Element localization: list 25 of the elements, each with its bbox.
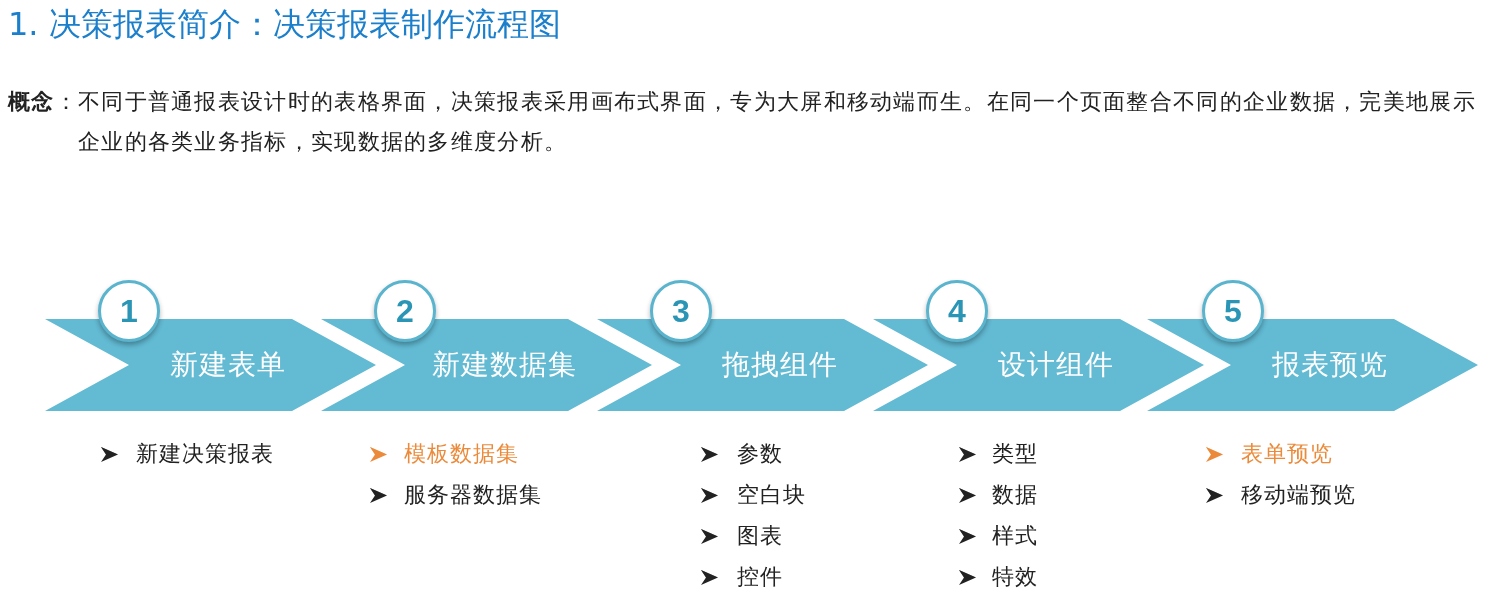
list-item: 新建决策报表	[136, 440, 274, 468]
list-item: 参数	[737, 440, 783, 468]
list-item: 图表	[737, 522, 783, 550]
list-item: 空白块	[737, 481, 806, 509]
step-title: 报表预览	[1272, 348, 1388, 382]
step-title: 新建表单	[170, 348, 286, 382]
number-circle: 5	[1202, 280, 1264, 342]
number-circle: 4	[926, 280, 988, 342]
number-circle: 2	[374, 280, 436, 342]
list-item: 移动端预览	[1241, 481, 1356, 509]
title: 1. 决策报表简介：决策报表制作流程图	[8, 4, 561, 44]
list-item: 数据	[992, 481, 1038, 509]
step-title: 设计组件	[998, 348, 1114, 382]
step-title: 拖拽组件	[722, 348, 838, 382]
list-item: 表单预览	[1241, 440, 1333, 468]
step-title: 新建数据集	[431, 348, 577, 382]
list-item: 服务器数据集	[404, 481, 542, 509]
list-item: 样式	[992, 522, 1038, 550]
number-circle: 1	[98, 280, 160, 342]
list-item: 模板数据集	[404, 440, 519, 468]
list-item: 类型	[992, 440, 1038, 468]
list-item: 控件	[737, 563, 783, 591]
concept-paragraph: 概念：不同于普通报表设计时的表格界面，决策报表采用画布式界面，专为大屏和移动端而生。在同一个页面整合不同的企业数据，完美地展示企业的各类业务指标，实现数据的多维度分析。	[8, 88, 1477, 156]
list-item: 特效	[992, 563, 1038, 591]
number-circle: 3	[650, 280, 712, 342]
